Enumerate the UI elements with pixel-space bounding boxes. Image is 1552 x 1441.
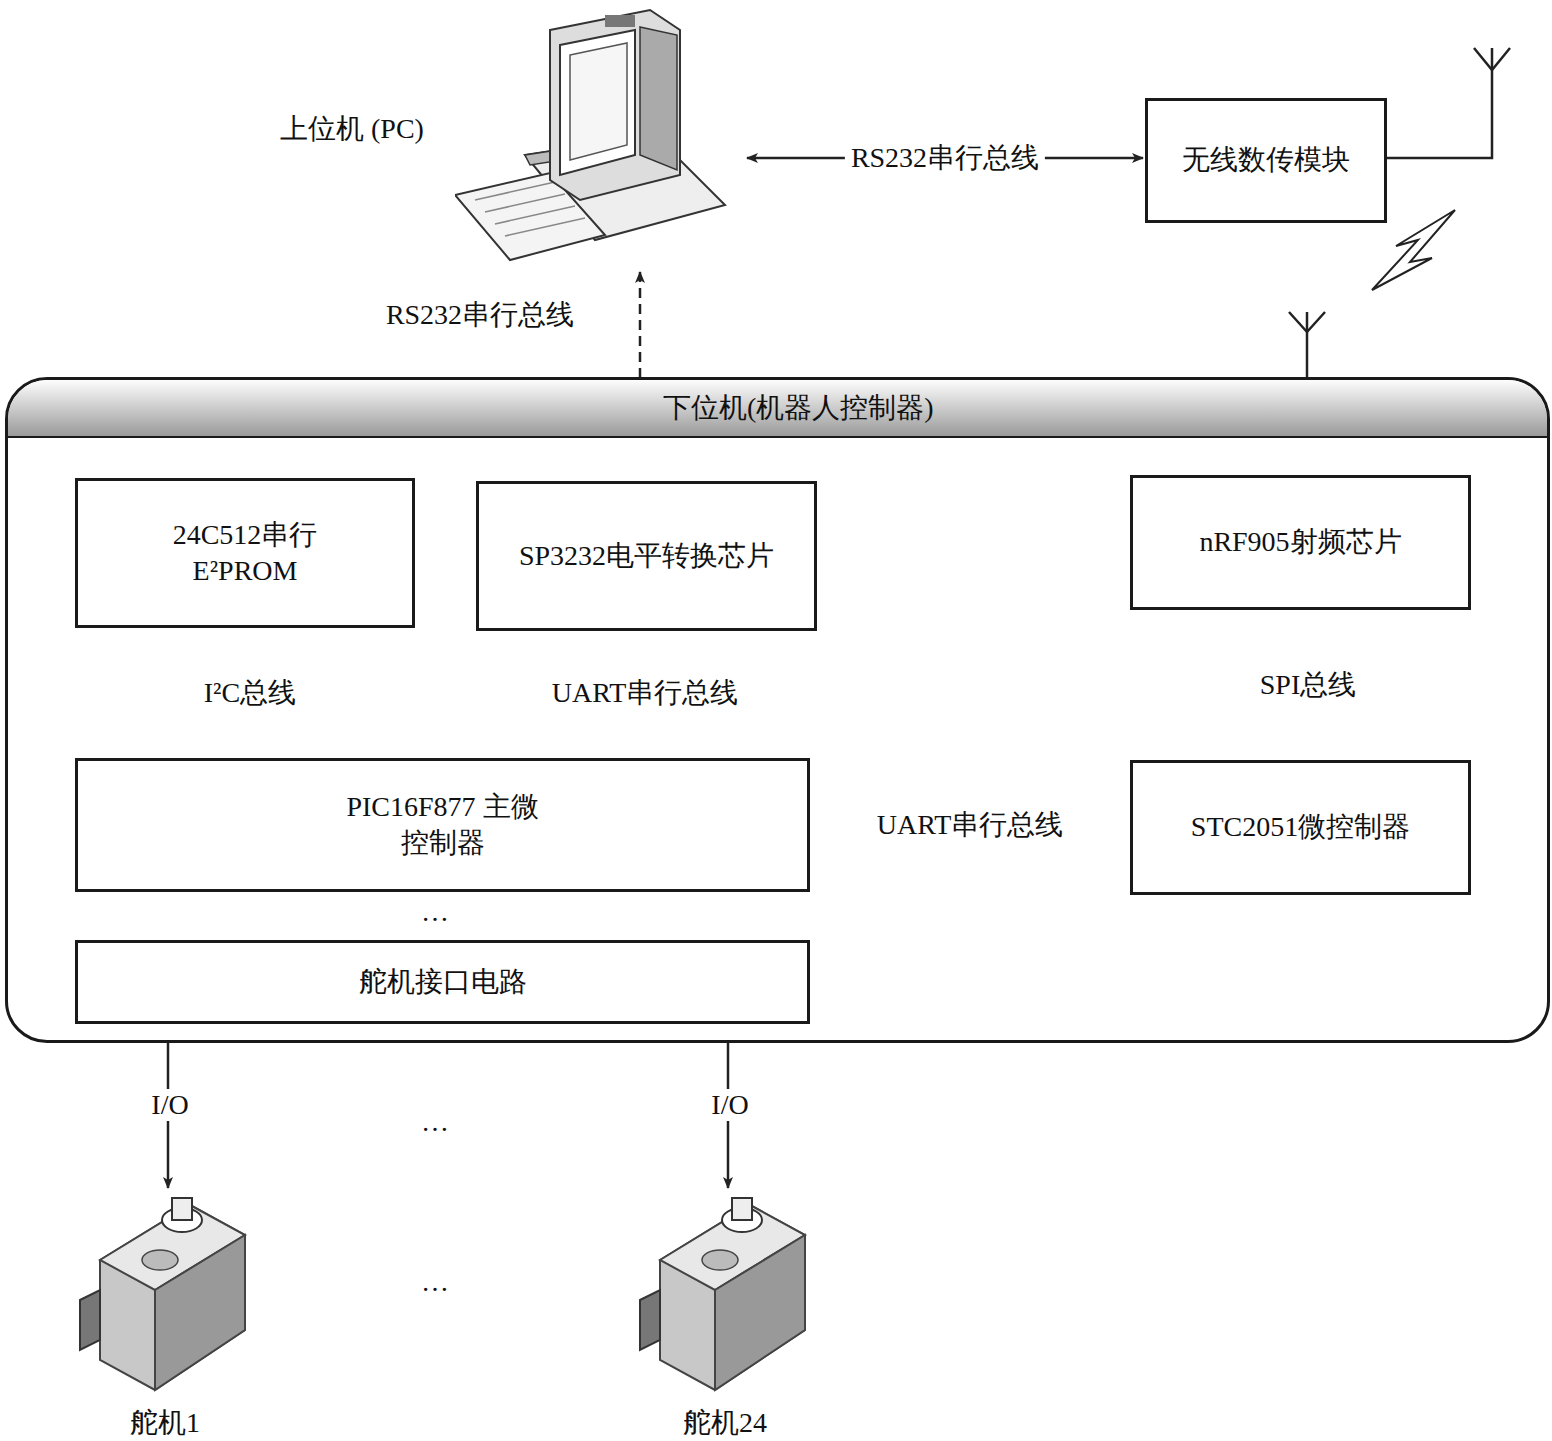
computer-illustration [455,5,745,270]
edge-label: RS232串行总线 [845,139,1045,177]
servo: 舵机24 [630,1190,820,1440]
process-box: 24C512串行 E²PROM [75,478,415,628]
servo: 舵机1 [70,1190,260,1440]
node-text: 下位机(机器人控制器) [663,390,934,426]
node-text: PIC16F877 主微控制器 [343,789,543,862]
edge-label: SPI总线 [1254,666,1362,704]
panel-header: 下位机(机器人控制器) [8,380,1547,438]
ellipsis-mark: … [421,896,449,928]
edge-label: I/O [145,1089,194,1121]
process-box: PIC16F877 主微控制器 [75,758,810,892]
edge-label: UART串行总线 [871,806,1070,844]
process-box: STC2051微控制器 [1130,760,1471,895]
node-text: 无线数传模块 [1182,142,1350,178]
node-text: 舵机接口电路 [359,964,527,1000]
edge-label: RS232串行总线 [380,296,580,334]
edge-label: I/O [705,1089,754,1121]
node-text: SP3232电平转换芯片 [519,538,774,574]
ellipsis-mark: … [421,1106,449,1138]
process-box: SP3232电平转换芯片 [476,481,817,631]
host-computer: 上位机 (PC) [270,5,745,270]
node-text: STC2051微控制器 [1191,809,1410,845]
process-box: 舵机接口电路 [75,940,810,1024]
node-text: 24C512串行 E²PROM [130,517,360,590]
node-text: 舵机1 [70,1405,260,1441]
node-text: nRF905射频芯片 [1199,524,1401,560]
node-text: 舵机24 [630,1405,820,1441]
process-box: nRF905射频芯片 [1130,475,1471,610]
ellipsis-mark: … [421,1266,449,1298]
servo-illustration [70,1190,260,1405]
edge-label: UART串行总线 [546,674,745,712]
node-text: 上位机 (PC) [280,111,424,147]
process-box: 无线数传模块 [1145,98,1387,223]
edge-label: I²C总线 [198,674,302,712]
servo-illustration [630,1190,820,1405]
